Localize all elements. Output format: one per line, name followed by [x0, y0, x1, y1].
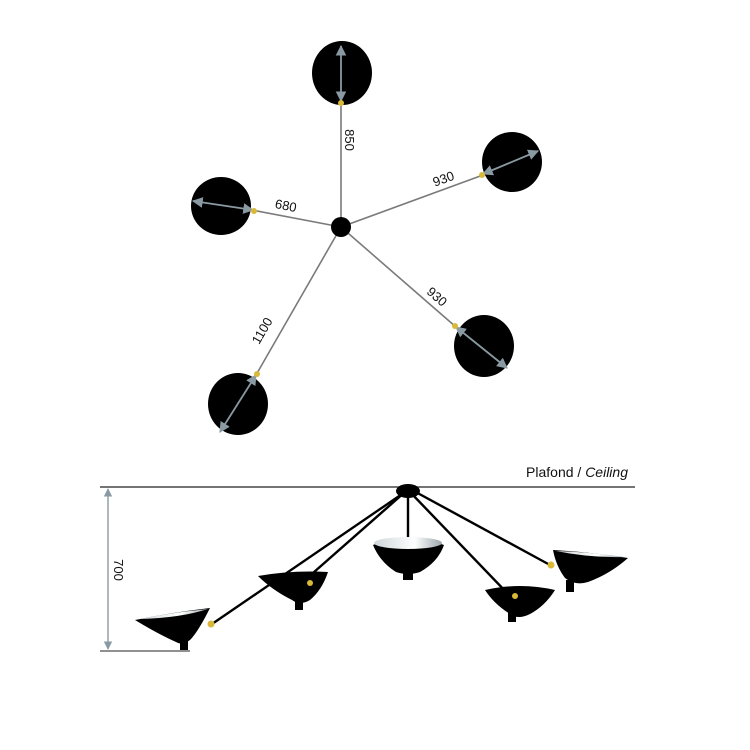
ceiling-canopy [396, 484, 420, 498]
side-shade-5 [547, 550, 628, 592]
center-hub [331, 217, 351, 237]
side-shade-4 [485, 586, 555, 622]
rod-southeast [340, 226, 457, 328]
label-southeast-length: 930 [424, 284, 450, 310]
side-rod-4 [409, 491, 511, 597]
label-west-length: 680 [274, 196, 298, 215]
arm-rods [251, 102, 484, 376]
side-shade-1 [135, 608, 215, 650]
diameter-arrows [191, 44, 539, 433]
label-northeast-length: 930 [431, 168, 457, 190]
side-rod-5 [411, 488, 551, 567]
rod-northeast [340, 174, 484, 228]
side-rod-2 [304, 491, 406, 581]
label-height: 700 [111, 559, 126, 581]
joint-west [251, 208, 257, 214]
joint-northeast [479, 172, 485, 178]
ceiling-label-sep: / [574, 464, 586, 480]
arrow-southwest [219, 374, 257, 433]
rod-southwest [255, 226, 342, 376]
ceiling-label-fr: Plafond [526, 464, 573, 480]
side-rods [211, 488, 551, 625]
side-view: Plafond / Ceiling 700 [100, 464, 635, 652]
shade-southeast [454, 315, 514, 377]
top-view: 850 930 680 930 1100 [191, 41, 542, 435]
ceiling-label-en: Ceiling [585, 464, 628, 480]
rod-west [251, 209, 342, 228]
side-shade-2 [258, 571, 328, 610]
arrow-northeast [482, 149, 539, 176]
ceiling-label: Plafond / Ceiling [526, 464, 628, 480]
arrow-west [191, 197, 255, 214]
joint-southwest [254, 371, 260, 377]
label-north-length: 850 [342, 129, 357, 151]
side-shade-3 [373, 537, 444, 580]
arrow-southeast [455, 326, 508, 369]
joint-southeast [452, 323, 458, 329]
shade-north [312, 41, 372, 105]
joint-north [338, 100, 344, 106]
side-rod-1 [211, 491, 406, 625]
label-southwest-length: 1100 [249, 315, 276, 347]
brass-joints [251, 100, 485, 377]
